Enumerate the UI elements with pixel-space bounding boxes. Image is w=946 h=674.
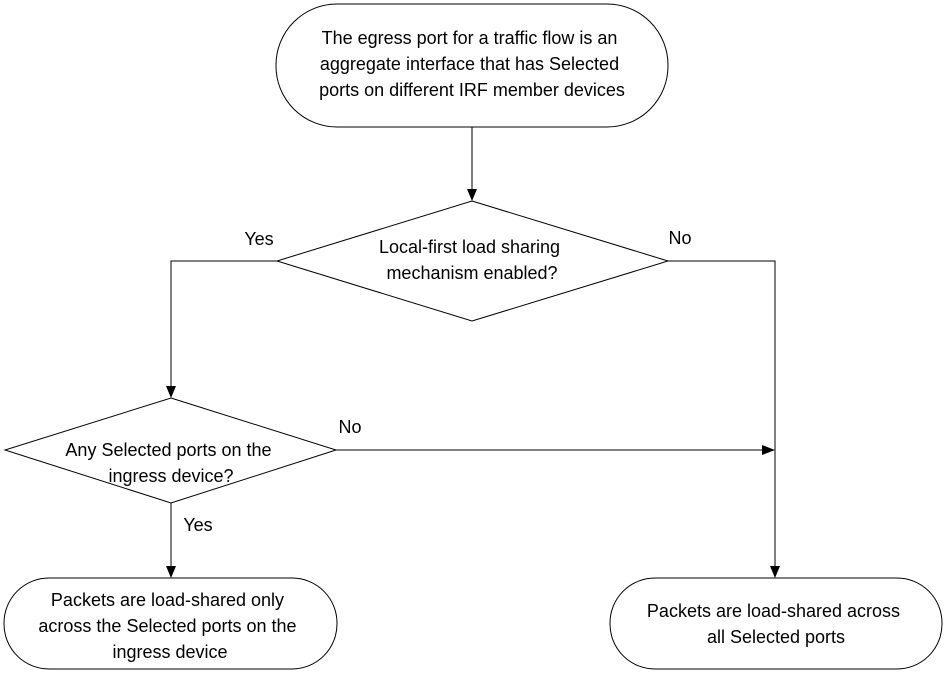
decision2-line-1: Any Selected ports on the <box>65 440 271 460</box>
arrowhead-end-all <box>770 566 780 578</box>
end-all-line-1: Packets are load-shared across <box>647 601 900 621</box>
start-line-2: aggregate interface that has Selected <box>320 54 619 74</box>
decision1-line-1: Local-first load sharing <box>379 237 560 257</box>
decision1-line-2: mechanism enabled? <box>386 263 557 283</box>
start-node <box>275 3 669 128</box>
end-all-node <box>609 577 943 670</box>
end-local-node <box>3 577 338 670</box>
decision2-diamond <box>3 397 338 504</box>
arrowhead-decision2 <box>166 386 176 398</box>
arrowhead-decision2-no <box>762 445 775 455</box>
decision2-yes-label: Yes <box>183 515 212 535</box>
decision1-yes-label: Yes <box>244 229 273 249</box>
connector-decision1-yes <box>170 260 277 387</box>
start-node-text: The egress port for a traffic flow is an… <box>319 28 625 100</box>
connector-decision1-no <box>668 260 776 567</box>
end-local-line-1: Packets are load-shared only <box>51 590 284 610</box>
end-all-text: Packets are load-shared across all Selec… <box>647 601 905 647</box>
decision2-no-label: No <box>338 417 361 437</box>
arrowhead-end-local <box>166 566 176 578</box>
decision1-diamond <box>275 200 670 322</box>
arrowhead-decision1 <box>467 189 477 201</box>
end-local-line-3: ingress device <box>112 642 227 662</box>
end-all-line-2: all Selected ports <box>707 627 845 647</box>
decision2-line-2: ingress device? <box>108 466 233 486</box>
end-local-text: Packets are load-shared only across the … <box>38 590 301 662</box>
decision2-text: Any Selected ports on the ingress device… <box>65 440 276 486</box>
decision1-no-label: No <box>668 228 691 248</box>
decision1-text: Local-first load sharing mechanism enabl… <box>379 237 565 283</box>
end-local-line-2: across the Selected ports on the <box>38 616 296 636</box>
start-line-1: The egress port for a traffic flow is an <box>322 28 618 48</box>
start-line-3: ports on different IRF member devices <box>319 80 625 100</box>
